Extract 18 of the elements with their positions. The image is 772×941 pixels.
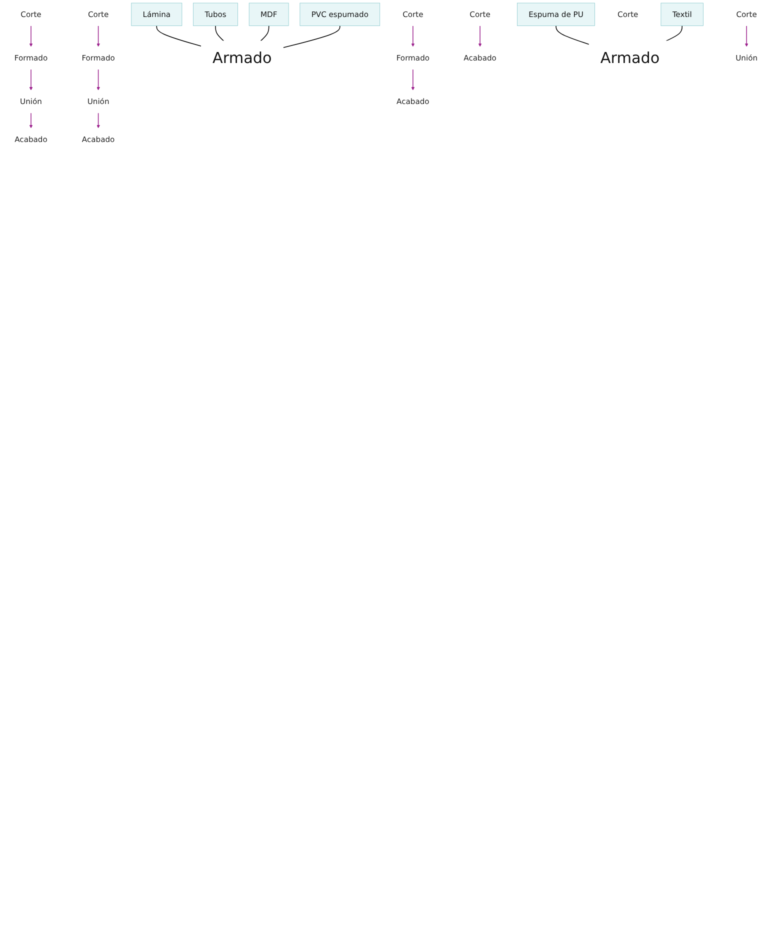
arrow <box>96 25 100 47</box>
arrow <box>96 68 100 90</box>
arrow <box>478 25 482 47</box>
connector <box>282 25 340 48</box>
connector <box>666 25 683 42</box>
arrow <box>29 68 33 90</box>
arrow <box>411 68 415 90</box>
node-text: Armado <box>600 49 660 67</box>
connector <box>215 25 224 42</box>
arrow <box>744 25 748 47</box>
connector <box>556 25 590 45</box>
arrow <box>29 25 33 47</box>
connector <box>156 25 202 47</box>
connector <box>260 25 270 42</box>
arrow <box>411 25 415 47</box>
arrow <box>29 112 33 128</box>
node-text: Armado <box>212 49 272 67</box>
arrow <box>96 112 100 128</box>
